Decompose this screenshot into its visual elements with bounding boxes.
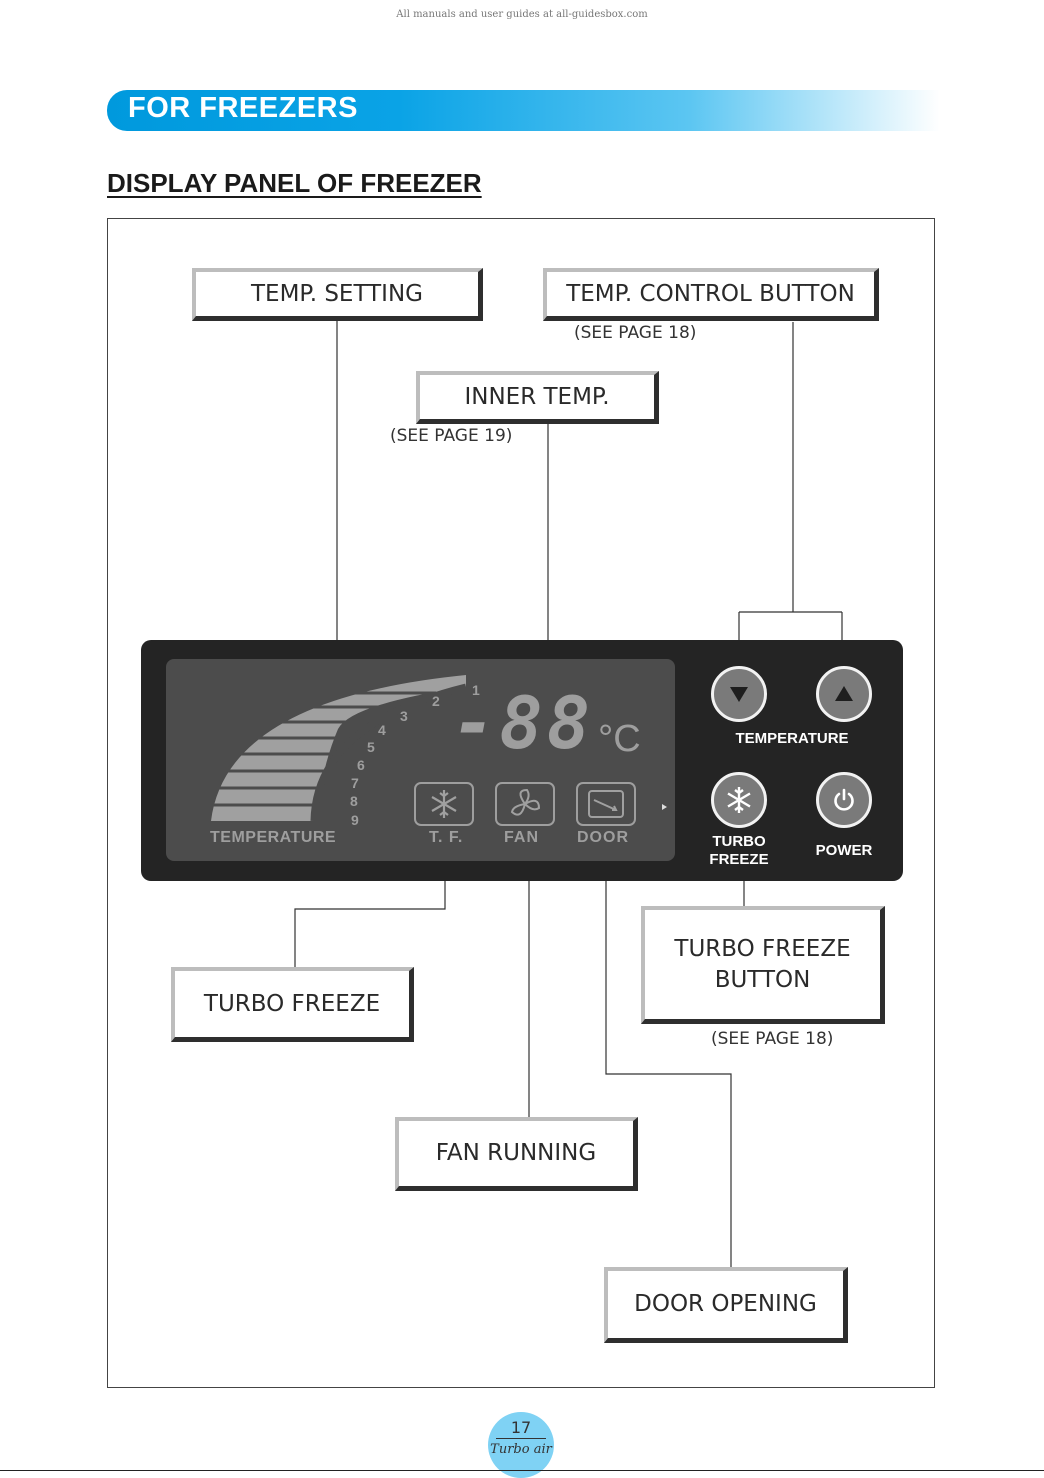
scale-number-7: 7 — [351, 775, 359, 791]
page-heading: DISPLAY PANEL OF FREEZER — [107, 168, 482, 198]
door-indicator — [576, 782, 636, 826]
temp-setting-text: TEMP. SETTING — [251, 280, 423, 307]
scale-number-6: 6 — [357, 757, 365, 773]
inner-temp-callout: INNER TEMP. — [416, 371, 659, 424]
section-title: FOR FREEZERS — [128, 92, 358, 124]
power-icon — [834, 788, 854, 811]
section-banner — [107, 90, 940, 131]
door-label: DOOR — [577, 829, 629, 846]
lcd-temperature-label: TEMPERATURE — [210, 829, 337, 846]
temp-setting-callout: TEMP. SETTING — [192, 268, 483, 321]
scale-number-3: 3 — [400, 708, 408, 724]
fan-indicator — [495, 782, 555, 826]
turbo-freeze-indicator — [414, 782, 474, 826]
page-number-divider — [496, 1438, 546, 1439]
fan-icon — [510, 788, 541, 816]
door-opening-callout: DOOR OPENING — [604, 1267, 848, 1343]
temp-control-button-callout: TEMP. CONTROL BUTTON — [543, 268, 879, 321]
temp-control-button-text: TEMP. CONTROL BUTTON — [566, 280, 855, 307]
turbo-label-line2: FREEZE — [709, 851, 769, 868]
turbo-freeze-leader — [294, 857, 446, 967]
temp-control-page-ref: (SEE PAGE 18) — [574, 323, 697, 343]
up-triangle-icon — [835, 686, 853, 701]
turbo-freeze-button-line2: BUTTON — [714, 966, 811, 993]
turbo-freeze-text: TURBO FREEZE — [203, 990, 381, 1017]
turbo-freeze-button-label: TURBO FREEZE — [699, 833, 779, 869]
door-opening-text: DOOR OPENING — [634, 1291, 817, 1317]
temperature-bar-graph — [206, 675, 467, 822]
small-arrow-icon — [662, 804, 667, 810]
fan-running-text: FAN RUNNING — [435, 1140, 597, 1166]
scale-number-5: 5 — [367, 739, 375, 755]
temp-up-button[interactable] — [816, 666, 872, 722]
scale-number-1: 1 — [472, 682, 480, 698]
brand-name: Turbo air — [490, 1442, 552, 1457]
scale-number-9: 9 — [351, 812, 359, 828]
turbo-freeze-button-line1: TURBO FREEZE — [674, 935, 851, 962]
down-triangle-icon — [730, 687, 748, 702]
diagram-frame — [107, 218, 935, 1388]
turbo-freeze-button-page-ref: (SEE PAGE 18) — [711, 1029, 834, 1049]
fan-label: FAN — [504, 829, 539, 846]
turbo-label-line1: TURBO — [712, 833, 766, 850]
door-opening-leader — [605, 857, 732, 1267]
scale-number-4: 4 — [378, 722, 386, 738]
temperature-unit: °C — [598, 718, 641, 760]
door-icon — [588, 790, 624, 818]
scale-number-8: 8 — [350, 793, 358, 809]
temperature-readout: -88 — [452, 681, 595, 765]
temperature-buttons-label: TEMPERATURE — [735, 730, 849, 747]
inner-temp-text: INNER TEMP. — [464, 383, 610, 410]
inner-temp-page-ref: (SEE PAGE 19) — [390, 426, 513, 446]
turbo-freeze-button[interactable] — [711, 772, 767, 828]
page-number-badge — [488, 1412, 554, 1478]
snowflake-icon — [431, 790, 457, 818]
turbo-freeze-callout: TURBO FREEZE — [171, 967, 414, 1042]
snowflake-icon — [727, 787, 751, 813]
watermark: All manuals and user guides at all-guide… — [396, 9, 648, 20]
bottom-rule — [0, 1470, 1044, 1471]
turbo-freeze-button-callout: TURBO FREEZE BUTTON — [641, 906, 885, 1024]
scale-number-2: 2 — [432, 693, 440, 709]
temp-control-leader — [738, 322, 843, 668]
page-number: 17 — [510, 1418, 532, 1437]
tf-label: T. F. — [429, 829, 464, 846]
power-button-label: POWER — [815, 842, 873, 859]
power-button[interactable] — [816, 772, 872, 828]
fan-running-callout: FAN RUNNING — [395, 1117, 638, 1191]
temp-down-button[interactable] — [711, 666, 767, 722]
